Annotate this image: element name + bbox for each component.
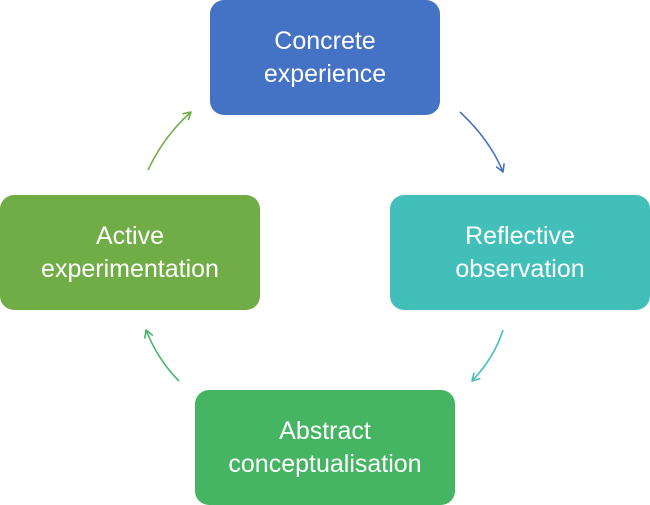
arrow-reflective-to-abstract [471, 329, 504, 382]
stage-abstract-conceptualisation: Abstract conceptualisation [195, 390, 455, 505]
stage-label-reflective-observation: Reflective observation [455, 221, 585, 283]
arrow-active-to-concrete [147, 111, 192, 171]
stage-label-concrete-experience: Concrete experience [263, 26, 387, 88]
stage-reflective-observation: Reflective observation [390, 195, 650, 310]
stage-active-experimentation: Active experimentation [0, 195, 260, 310]
stage-label-active-experimentation: Active experimentation [41, 221, 219, 283]
stage-concrete-experience: Concrete experience [210, 0, 440, 115]
arrow-concrete-to-reflective [459, 111, 505, 173]
stage-label-abstract-conceptualisation: Abstract conceptualisation [228, 416, 422, 478]
arrow-abstract-to-active [144, 329, 180, 382]
